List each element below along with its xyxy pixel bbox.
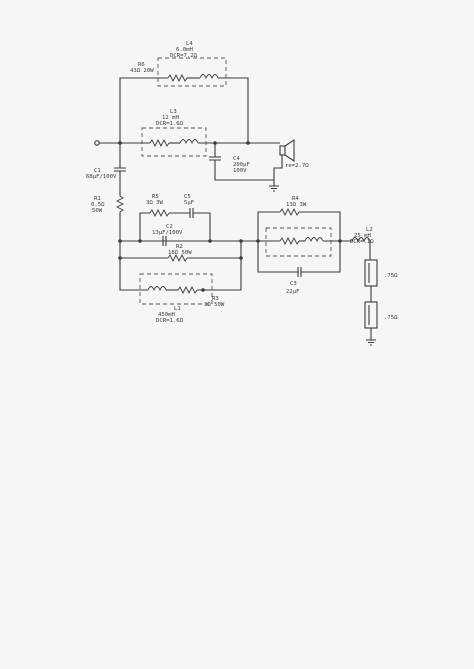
woofer-stack [364,259,378,346]
l3-label: L3 [170,109,177,115]
r6-label: R6 [138,62,145,68]
c1-r1-branch [114,143,126,241]
l1-value: 450mH [158,312,175,318]
c5-label: C5 [184,194,191,200]
l4-label: L4 [186,41,193,47]
r4-value: 13Ω 3W [286,202,307,208]
l1-dcr: DCR=1.6Ω [156,318,184,324]
c4-capacitor [209,143,274,181]
r5-value: 3Ω 3W [146,200,163,206]
c5-value: 5μF [184,200,195,206]
l4-r6-branch [119,57,249,143]
woofer2-impedance: .75Ω [384,315,398,321]
r2-value: 18Ω 50W [168,250,192,256]
c2-value: 13μF/100V [152,230,183,236]
c4-value: 200μF [233,162,250,168]
c2-label: C2 [166,224,173,230]
l2-dcr: DCR=.1Ω [350,239,374,245]
r6-value: 43Ω 20W [130,68,154,74]
l4-value: 6.0mH [176,47,193,53]
l4-dcr: DCR=7.2Ω [170,53,198,59]
l3-value: 12 mH [162,115,179,121]
l2-label: L2 [366,227,373,233]
r5-label: R5 [152,194,159,200]
r4-label: R4 [292,196,299,202]
r1-label: R1 [94,196,101,202]
r2-label: R2 [176,244,183,250]
c4-label: C4 [233,156,240,162]
l3-branch [94,127,280,157]
l1-label: L1 [174,306,181,312]
right-network [256,207,371,277]
c1-label: C1 [94,168,101,174]
r3-value: 3Ω 50W [204,302,225,308]
tweeter-impedance: re=2.7Ω [285,163,309,169]
c4-voltage: 100V [233,168,247,174]
input-terminal [94,140,100,146]
c1-value: 68μF/100V [86,174,117,180]
r1-power: 50W [92,208,103,214]
c3-label: C3 [290,281,297,287]
woofer1-impedance: .75Ω [384,273,398,279]
l3-dcr: DCR=1.6Ω [156,121,184,127]
l2-value: 25 mH [354,233,371,239]
lower-left-network [118,208,258,305]
tweeter-icon [269,138,295,192]
r1-value: 0.5Ω [91,202,105,208]
c3-value: 22μF [286,289,300,295]
r3-label: R3 [212,296,219,302]
